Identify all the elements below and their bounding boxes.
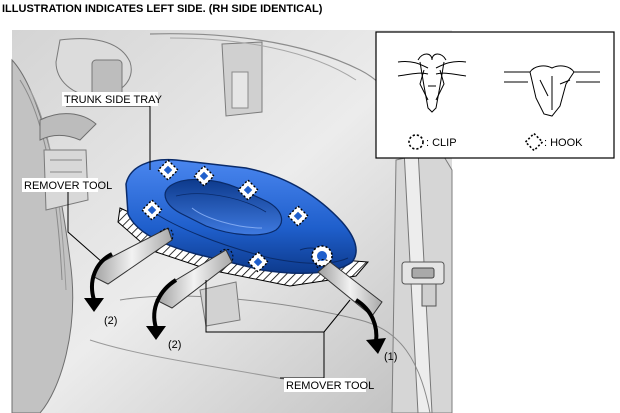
trunk-side-tray: [125, 158, 357, 274]
removal-arrows: [84, 252, 386, 354]
remover-tool-right: [317, 261, 383, 317]
arrow-step1: [354, 298, 379, 343]
label-trunk-side-tray: TRUNK SIDE TRAY: [64, 94, 163, 106]
hook-detail-icon: [504, 65, 600, 117]
clip-marker: [311, 245, 333, 267]
label-remover-tool-upper: REMOVER TOOL: [24, 180, 112, 192]
label-step-2b: (2): [168, 339, 181, 351]
callout-labels: TRUNK SIDE TRAY REMOVER TOOL REMOVER TOO…: [22, 92, 397, 392]
hook-icon: [247, 251, 269, 273]
legend-inset: : CLIP : HOOK: [375, 31, 615, 159]
arrow-step2-middle: [152, 278, 178, 329]
label-step-2a: (2): [104, 315, 117, 327]
label-step-1: (1): [384, 351, 397, 363]
remover-tools: [91, 227, 383, 317]
legend-clip-label: : CLIP: [426, 137, 457, 149]
legend-hook-label: : HOOK: [544, 137, 583, 149]
clip-detail-icon: [397, 53, 467, 113]
label-remover-tool-lower: REMOVER TOOL: [286, 380, 374, 392]
arrow-step2-left: [90, 252, 114, 301]
header-note: ILLUSTRATION INDICATES LEFT SIDE. (RH SI…: [2, 3, 323, 15]
clip-icon: [408, 134, 424, 150]
hook-icon: [287, 205, 309, 227]
